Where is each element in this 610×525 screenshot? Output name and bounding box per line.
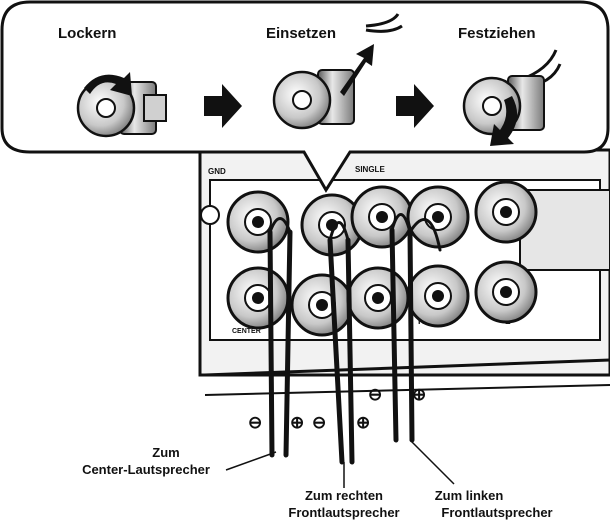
step-label-insert: Einsetzen — [266, 25, 336, 42]
center-caption-line2: Center-Lautsprecher — [82, 462, 210, 477]
step-label-loosen: Lockern — [58, 25, 116, 42]
binding-post — [474, 260, 538, 324]
center-caption-line1: Zum — [152, 445, 179, 460]
binding-post — [226, 190, 290, 254]
terminal-tighten-icon — [462, 49, 562, 146]
binding-post — [290, 273, 354, 337]
minus-symbol: ⊖ — [368, 385, 382, 404]
terminal-insert-icon — [272, 13, 403, 130]
leader-lines — [225, 439, 455, 488]
step-label-tighten: Festziehen — [458, 25, 536, 42]
center-label: CENTER — [232, 328, 261, 335]
minus-symbol: ⊖ — [312, 413, 326, 432]
plus-symbol: ⊕ — [412, 385, 426, 404]
single-label: SINGLE — [355, 165, 385, 174]
speaker-cables — [267, 213, 442, 465]
plus-symbol: ⊕ — [290, 413, 304, 432]
binding-post — [226, 266, 290, 330]
right-caption-line2: Frontlautsprecher — [288, 505, 399, 520]
binding-post — [346, 266, 410, 330]
ground-screw-icon — [200, 205, 220, 225]
plus-symbol: ⊕ — [356, 413, 370, 432]
binding-post — [406, 264, 470, 328]
speaker-captions: Zum Center-Lautsprecher Zum rechten Fron… — [82, 445, 553, 520]
left-caption-line1: Zum linken — [435, 488, 504, 503]
minus-symbol: ⊖ — [248, 413, 262, 432]
binding-post — [474, 180, 538, 244]
terminal-loosen-icon — [76, 72, 167, 138]
right-caption-line1: Zum rechten — [305, 488, 383, 503]
left-caption-line2: Frontlautsprecher — [441, 505, 552, 520]
polarity-marks: ⊖ ⊕ ⊖ ⊕ ⊖ ⊕ — [248, 385, 426, 432]
arrow-right-icon — [204, 84, 242, 128]
gnd-label: GND — [208, 167, 226, 176]
arrow-right-icon — [396, 84, 434, 128]
